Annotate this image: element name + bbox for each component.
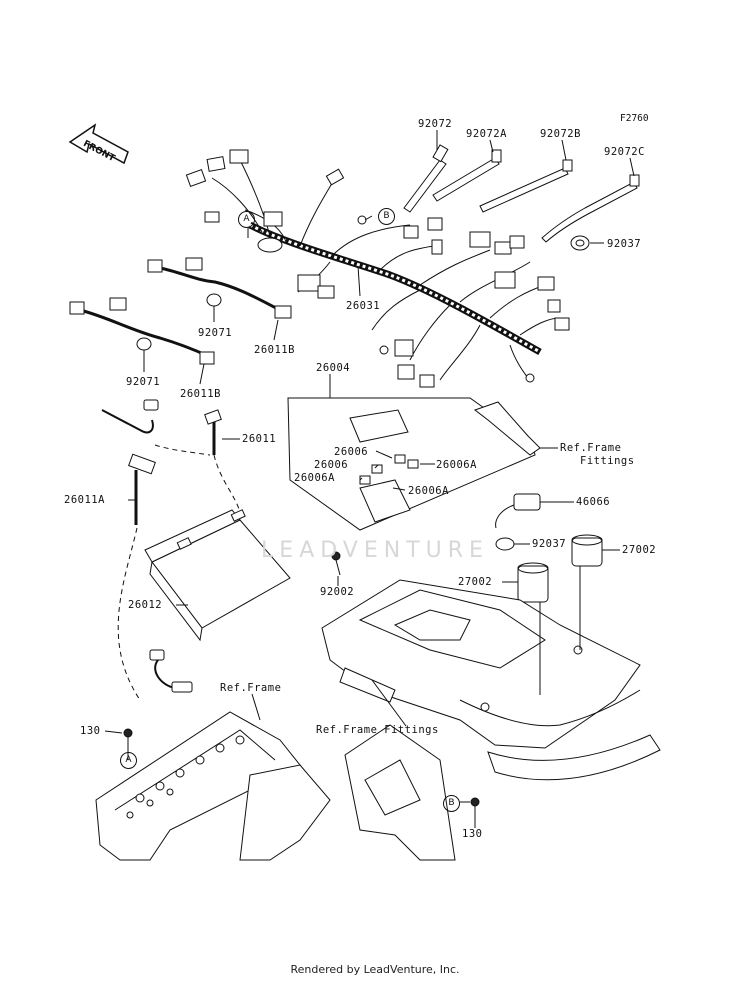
ground-cable xyxy=(149,649,193,693)
bolt-92002 xyxy=(331,551,341,576)
battery-26012 xyxy=(144,509,291,642)
battery-cable-top xyxy=(101,399,211,456)
leader-lines xyxy=(104,130,635,828)
ref-label-frame-fittings-upper-line1: Ref.Frame xyxy=(560,442,622,454)
footer-credit: Rendered by LeadVenture, Inc. xyxy=(290,963,460,976)
part-label-26011B-lower: 26011B xyxy=(180,388,221,400)
frame xyxy=(95,711,456,861)
part-label-26006A-b: 26006A xyxy=(294,472,335,484)
cable-tie-92072 xyxy=(403,144,449,213)
part-label-92037-mid: 92037 xyxy=(532,538,567,550)
part-label-26006A-c: 26006A xyxy=(408,485,449,497)
sub-harness-26011B-upper xyxy=(147,257,292,319)
part-label-92072: 92072 xyxy=(418,118,453,130)
part-label-26004: 26004 xyxy=(316,362,351,374)
part-label-26012: 26012 xyxy=(128,599,163,611)
relay-46066 xyxy=(495,493,541,551)
part-label-26031: 26031 xyxy=(346,300,381,312)
bolt-130-right xyxy=(470,797,480,822)
cable-tie-92072A xyxy=(432,149,502,202)
part-label-27002-left: 27002 xyxy=(458,576,493,588)
part-label-26011B-upper: 26011B xyxy=(254,344,295,356)
callout-a-frame: A xyxy=(120,752,137,769)
part-label-26006-a: 26006 xyxy=(334,446,369,458)
part-label-130-left: 130 xyxy=(80,725,101,737)
part-label-26006-b: 26006 xyxy=(314,459,349,471)
watermark: LEADVENTURE xyxy=(261,538,489,563)
part-label-92071-upper: 92071 xyxy=(198,327,233,339)
callout-b-frame: B xyxy=(443,795,460,812)
part-label-26011A: 26011A xyxy=(64,494,105,506)
sub-harness-26011B-lower xyxy=(69,297,215,365)
part-label-26006A-a: 26006A xyxy=(436,459,477,471)
fuse-box-group-26004 xyxy=(287,397,536,531)
part-label-46066: 46066 xyxy=(576,496,611,508)
ref-label-frame: Ref.Frame xyxy=(220,682,282,694)
front-arrow-icon xyxy=(68,123,129,165)
ref-label-frame-fittings-upper-line2: Fittings xyxy=(580,455,635,467)
main-harness-26031 xyxy=(185,149,570,388)
part-label-130-right: 130 xyxy=(462,828,483,840)
battery-cable-26011A xyxy=(117,453,156,701)
holder-27002-left xyxy=(517,562,549,603)
battery-tray xyxy=(321,579,661,781)
bracket xyxy=(473,401,541,456)
battery-cable-26011 xyxy=(204,409,241,513)
part-label-92072B: 92072B xyxy=(540,128,581,140)
part-label-92071-lower: 92071 xyxy=(126,376,161,388)
part-label-92002: 92002 xyxy=(320,586,355,598)
part-label-27002-right: 27002 xyxy=(622,544,657,556)
part-label-92072A: 92072A xyxy=(466,128,507,140)
callout-b-harness: B xyxy=(378,208,395,225)
part-label-92037-top: 92037 xyxy=(607,238,642,250)
cable-tie-92072C xyxy=(541,174,640,243)
figure-code: F2760 xyxy=(620,113,649,124)
cable-tie-92072B xyxy=(479,159,573,213)
callout-a-harness: A xyxy=(238,211,255,228)
clamp-92037-top xyxy=(570,235,590,251)
ref-label-frame-fittings-lower: Ref.Frame Fittings xyxy=(316,724,439,736)
part-label-26011: 26011 xyxy=(242,433,277,445)
holder-27002-right xyxy=(571,534,603,567)
part-label-92072C: 92072C xyxy=(604,146,645,158)
